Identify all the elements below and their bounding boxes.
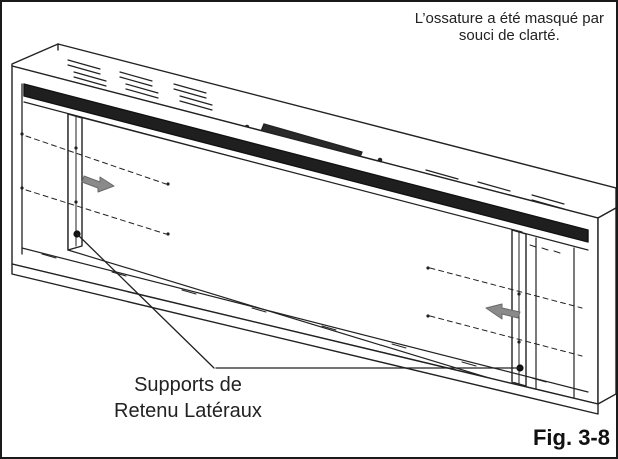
right-end-cap (597, 207, 616, 405)
clarity-note: L’ossature a été masqué par souci de cla… (415, 10, 604, 44)
left-dashed-guides (25, 135, 167, 235)
left-bracket-panel (67, 113, 83, 251)
side-brackets-label: Supports de Retenu Latéraux (98, 372, 278, 424)
bottom-sill (11, 263, 599, 415)
side-brackets-label-line2: Retenu Latéraux (114, 400, 262, 422)
leader-line-left (76, 233, 215, 369)
clarity-note-line1: L’ossature a été masqué par (414, 10, 604, 27)
right-dashed-guides (429, 267, 583, 357)
arrow-left-icon (485, 303, 521, 320)
front-header-strip (23, 83, 589, 243)
right-screw-holes (426, 266, 521, 344)
right-side-wall (535, 237, 575, 403)
top-vent-slots-left (67, 59, 213, 111)
figure-number: Fig. 3-8 (532, 425, 610, 450)
side-brackets-label-line1: Supports de (134, 374, 242, 396)
left-screw-holes (20, 132, 170, 236)
bottom-rail-ticks (41, 253, 547, 383)
arrow-right-icon (81, 175, 115, 193)
clarity-note-line2: souci de clarté. (458, 27, 560, 44)
